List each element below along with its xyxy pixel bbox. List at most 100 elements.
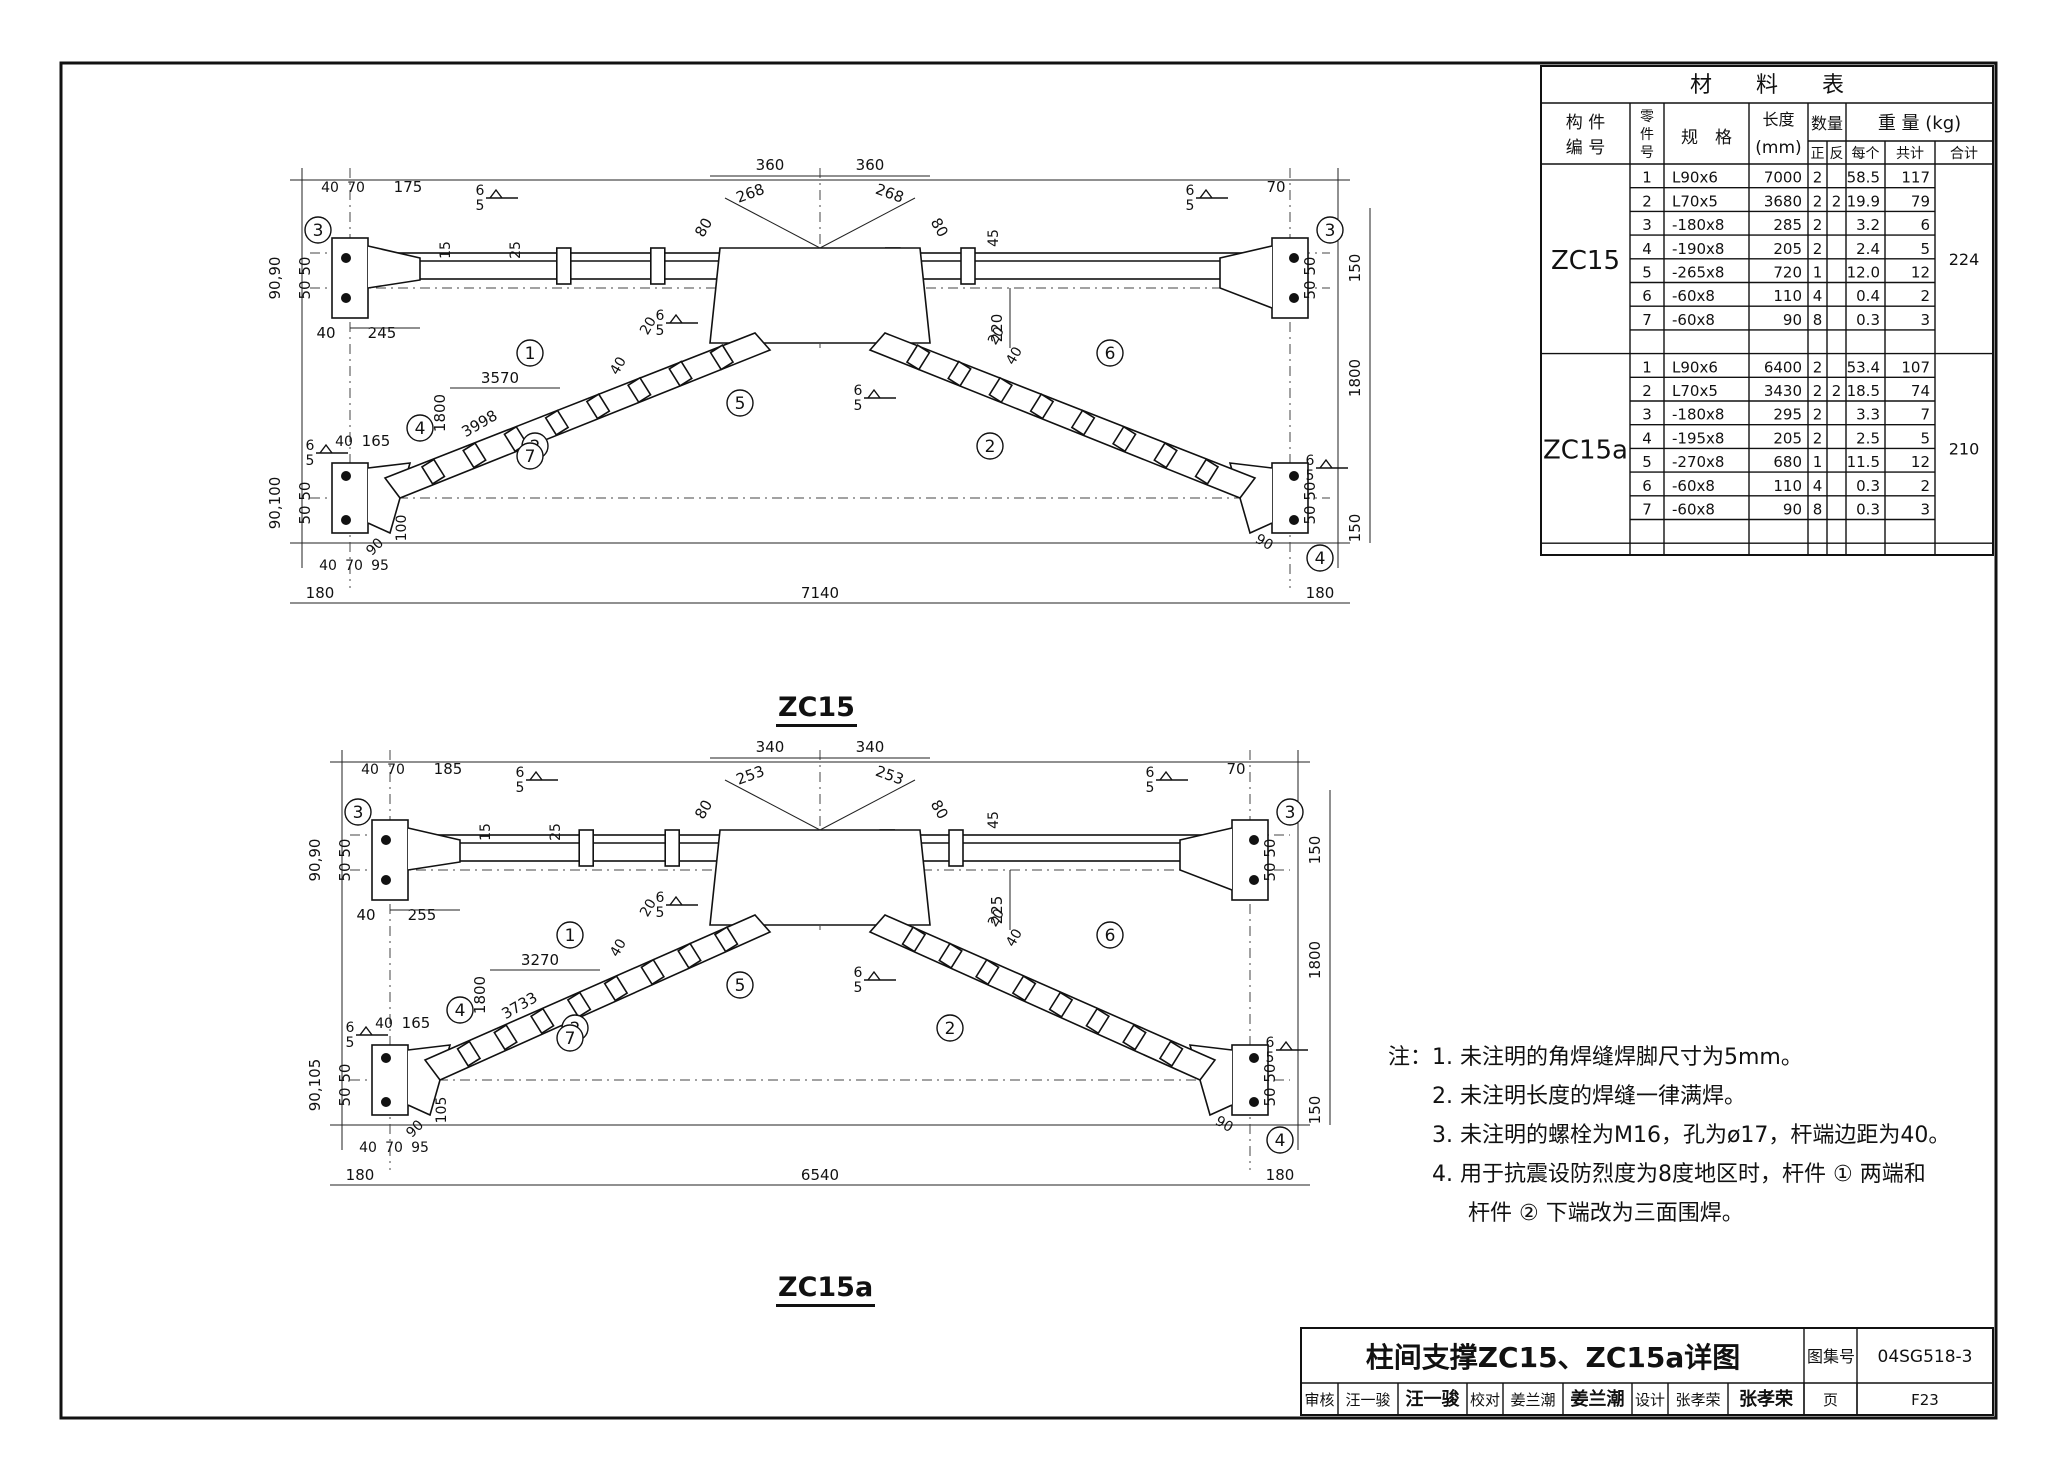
batten-7 bbox=[1158, 1040, 1184, 1067]
table-cell: 2 bbox=[1642, 192, 1652, 210]
table-cell: 1 bbox=[1642, 169, 1652, 187]
callout-number: 5 bbox=[735, 976, 746, 996]
dim-label: 50 50 bbox=[296, 257, 314, 300]
weld-size: 6 bbox=[516, 765, 525, 781]
callout-circle bbox=[1316, 216, 1344, 244]
dim-label: 90,90 bbox=[266, 257, 284, 300]
dim-label: 268 bbox=[734, 180, 767, 207]
callout-number: 1 bbox=[525, 344, 536, 364]
table-cell: 6 bbox=[1920, 216, 1930, 234]
table-cell: 2 bbox=[1813, 406, 1823, 424]
table-cell: -190x8 bbox=[1672, 240, 1724, 258]
table-cell: -270x8 bbox=[1672, 453, 1724, 471]
note-3: 3. 未注明的螺栓为M16，孔为ø17，杆端边距为40。 bbox=[1432, 1123, 1951, 1148]
filler-plate-2 bbox=[664, 829, 681, 867]
bolt bbox=[1289, 515, 1299, 525]
table-header: 构 件 bbox=[1566, 113, 1605, 133]
bolt bbox=[1249, 835, 1259, 845]
gusset-right-top bbox=[1219, 245, 1273, 309]
table-cell: 205 bbox=[1773, 240, 1802, 258]
batten-7 bbox=[988, 376, 1014, 404]
atlas-number: 04SG518-3 bbox=[1878, 1347, 1973, 1367]
table-cell: 2 bbox=[1813, 382, 1823, 400]
dim-label: 253 bbox=[873, 762, 906, 789]
callout-number: 5 bbox=[735, 394, 746, 414]
dim-label: 80 bbox=[691, 797, 716, 823]
callout-5: 5 bbox=[726, 971, 754, 999]
callout-circle bbox=[1096, 339, 1124, 367]
dim-label: 90 bbox=[1212, 1113, 1235, 1136]
weld-size: 6 bbox=[854, 965, 863, 981]
gusset-right-top bbox=[1179, 827, 1233, 891]
filler-plate-2 bbox=[649, 247, 666, 285]
dim-label: 50 50 bbox=[336, 839, 354, 882]
dim-label: 340 bbox=[856, 738, 885, 756]
batten-7 bbox=[668, 360, 693, 387]
dim-label: 40 bbox=[1003, 344, 1026, 367]
weld-symbol bbox=[359, 1025, 373, 1036]
filler-plate-1 bbox=[555, 247, 572, 285]
table-cell: L70x5 bbox=[1672, 192, 1718, 210]
callout-number: 4 bbox=[455, 1001, 466, 1021]
table-header: 编 号 bbox=[1566, 138, 1605, 158]
center-gusset-5 bbox=[709, 829, 931, 926]
table-cell: 2 bbox=[1813, 192, 1823, 210]
table-header: (mm) bbox=[1755, 138, 1801, 158]
table-cell: 295 bbox=[1773, 406, 1802, 424]
table-cell: 2 bbox=[1813, 240, 1823, 258]
end-plate-3-left bbox=[371, 819, 409, 901]
batten-7 bbox=[603, 975, 629, 1002]
dim-label: 90,105 bbox=[306, 1059, 324, 1112]
callout-6: 6 bbox=[1096, 339, 1124, 367]
dim-label: 25 bbox=[508, 241, 524, 259]
dim-label: 340 bbox=[756, 738, 785, 756]
weld-size: 5 bbox=[346, 1035, 355, 1051]
callout-number: 7 bbox=[525, 447, 536, 467]
batten-7 bbox=[947, 360, 972, 387]
weld-symbol bbox=[489, 188, 503, 199]
table-cell: 3.2 bbox=[1856, 216, 1880, 234]
filler-plate-4 bbox=[960, 247, 976, 285]
dim-label: 50 50 bbox=[1301, 257, 1319, 300]
table-cell: 6 bbox=[1642, 287, 1652, 305]
table-header: 共计 bbox=[1896, 146, 1924, 162]
table-cell: 1 bbox=[1813, 264, 1823, 282]
weld-size: 6 bbox=[1306, 453, 1315, 469]
callout-2: 2 bbox=[936, 1014, 964, 1042]
weld-size: 5 bbox=[854, 398, 863, 414]
table-cell: 2 bbox=[1920, 287, 1930, 305]
dim-label: 40 bbox=[319, 558, 337, 574]
dim-label: 20 bbox=[985, 324, 1008, 347]
callout-5: 5 bbox=[726, 389, 754, 417]
dim-label: 180 bbox=[306, 584, 335, 602]
dim-label: 90 bbox=[403, 1117, 427, 1141]
dim-label: 220 bbox=[988, 314, 1006, 343]
callout-circle bbox=[1266, 1126, 1294, 1154]
table-header: 正 bbox=[1811, 146, 1825, 162]
table-cell: 2 bbox=[1813, 169, 1823, 187]
batten-7 bbox=[1085, 1007, 1111, 1035]
table-cell: 0.3 bbox=[1856, 477, 1880, 495]
table-cell: 4 bbox=[1813, 287, 1823, 305]
batten-7 bbox=[1153, 442, 1178, 469]
table-cell: 2 bbox=[1813, 358, 1823, 376]
weld-size: 5 bbox=[306, 453, 315, 469]
table-cell: 2 bbox=[1642, 382, 1652, 400]
group-total: 224 bbox=[1949, 250, 1980, 269]
dim-label: 45 bbox=[986, 811, 1002, 829]
dim-label: 95 bbox=[371, 558, 389, 574]
callout-4: 4 bbox=[406, 414, 434, 442]
batten-7 bbox=[640, 958, 666, 986]
dim-label: 70 bbox=[1266, 178, 1285, 196]
dim-line bbox=[724, 197, 821, 249]
dim-label: 90 bbox=[363, 535, 387, 559]
dim-label: 360 bbox=[756, 156, 785, 174]
callout-circle bbox=[516, 339, 544, 367]
callout-number: 7 bbox=[565, 1029, 576, 1049]
table-cell: 3 bbox=[1642, 406, 1652, 424]
batten-7 bbox=[1070, 409, 1096, 436]
table-cell: 5 bbox=[1920, 429, 1930, 447]
table-cell: 110 bbox=[1773, 477, 1802, 495]
table-cell: -265x8 bbox=[1672, 264, 1724, 282]
callout-2: 2 bbox=[976, 432, 1004, 460]
